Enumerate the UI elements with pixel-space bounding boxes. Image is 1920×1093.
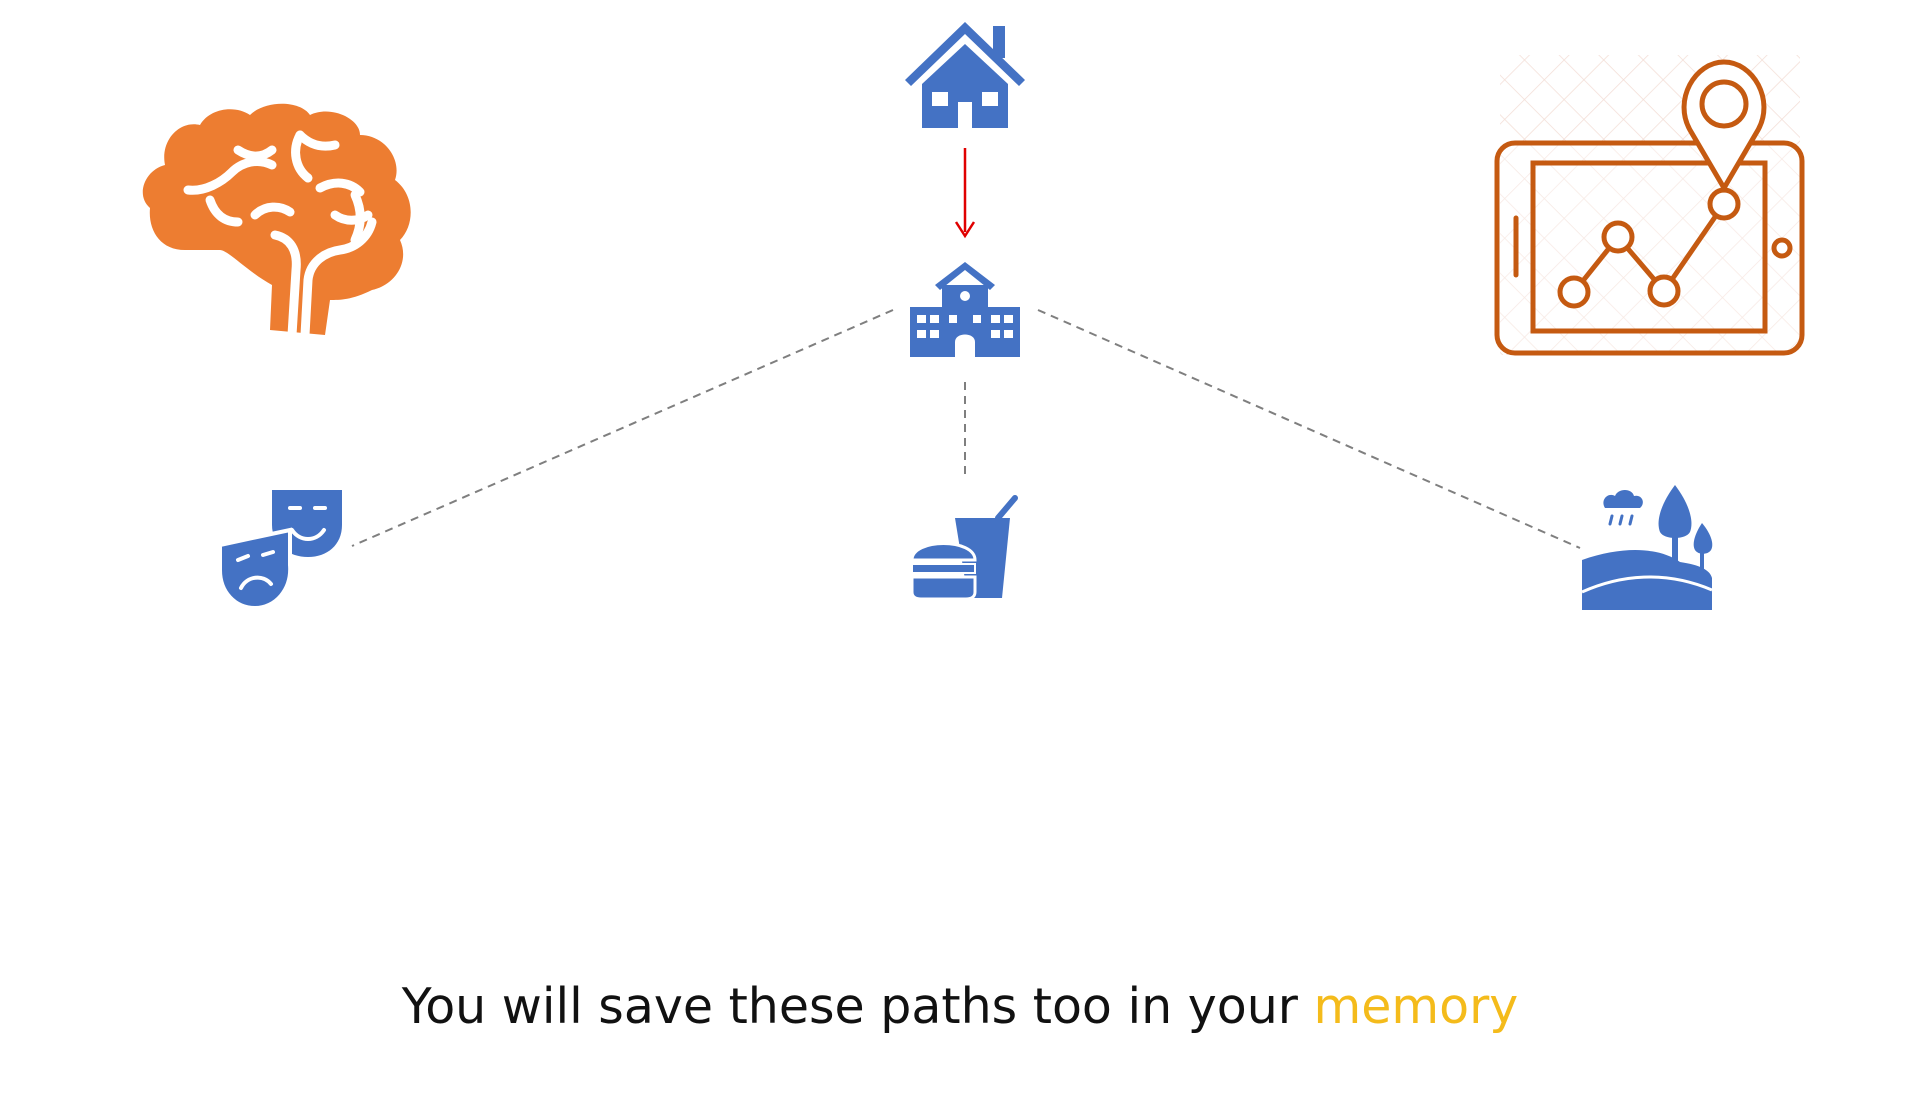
dashed-connectors <box>351 309 1581 549</box>
park-landscape-icon <box>1581 485 1713 610</box>
house-icon <box>905 22 1025 128</box>
slide-caption: You will save these paths too in your me… <box>0 978 1920 1035</box>
connector-to-park <box>1037 309 1581 549</box>
caption-highlight: memory <box>1313 978 1519 1035</box>
fast-food-icon <box>910 495 1018 601</box>
theater-masks-icon <box>218 490 342 611</box>
route-arrow <box>954 148 976 239</box>
brain-icon <box>142 103 411 340</box>
school-icon <box>910 262 1020 357</box>
caption-text: You will save these paths too in your <box>401 978 1298 1035</box>
phone-map-route-icon <box>1494 55 1805 356</box>
connector-to-theater <box>351 309 894 547</box>
